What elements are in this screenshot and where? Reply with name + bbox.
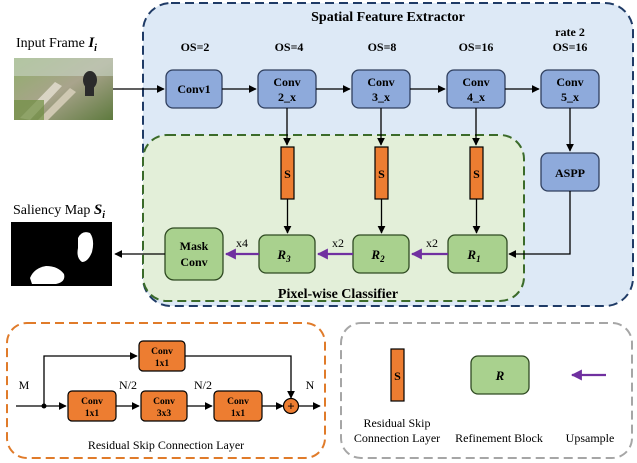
residual-top-conv: Conv 1x1 [138,340,186,372]
s-block-2: S [374,146,389,200]
residual-half-label-b: N/2 [194,378,212,392]
svg-text:Conv: Conv [367,75,394,89]
residual-conv-1: Conv 1x1 [67,390,117,422]
residual-caption: Residual Skip Connection Layer [88,438,244,452]
conv4x-block: Conv 4_x [446,69,506,109]
conv3x-block: Conv 3_x [351,69,411,109]
residual-top-to-sum [185,355,295,399]
residual-output-label: N [306,378,315,392]
svg-text:Conv: Conv [462,75,489,89]
conv1-block: Conv1 [165,69,223,109]
svg-text:4_x: 4_x [467,90,485,104]
svg-text:5_x: 5_x [561,90,579,104]
svg-text:ASPP: ASPP [555,166,585,180]
r2-block: R2 [352,234,410,274]
s-block-1: S [280,146,295,200]
pixel-classifier-title: Pixel-wise Classifier [278,287,398,302]
aspp-block: ASPP [540,152,600,192]
residual-conv-2: Conv 3x3 [140,390,188,422]
input-frame-label: Input Frame Ii [16,35,97,54]
os-label-3: OS=8 [368,40,397,54]
svg-text:R2: R2 [370,247,385,264]
svg-text:3x3: 3x3 [157,409,172,419]
svg-text:1x1: 1x1 [85,409,100,419]
legend-upsample-label: Upsample [566,431,615,445]
legend-residual-label-2: Connection Layer [354,431,440,445]
svg-text:Conv: Conv [151,347,173,357]
svg-text:S: S [378,167,385,181]
os-label-1: OS=2 [181,40,210,54]
upsample-label-x4: x4 [236,236,248,250]
residual-conv-3: Conv 1x1 [213,390,263,422]
svg-text:Mask: Mask [180,239,209,253]
svg-text:Conv: Conv [180,255,207,269]
rate-label: rate 2 [555,25,585,39]
svg-text:2_x: 2_x [278,90,296,104]
svg-text:Conv: Conv [153,397,175,407]
svg-text:Conv1: Conv1 [177,82,210,96]
residual-input-label: M [19,378,30,392]
upsample-label-x2-b: x2 [426,236,438,250]
pixel-classifier-panel [142,134,525,302]
os-label-2: OS=4 [275,40,304,54]
upsample-label-x2-a: x2 [332,236,344,250]
svg-text:+: + [287,399,294,414]
svg-text:Conv: Conv [273,75,300,89]
legend-residual-label-1: Residual Skip [363,416,430,430]
input-frame-image [14,58,113,120]
svg-text:S: S [473,167,480,181]
svg-text:1x1: 1x1 [231,409,246,419]
svg-text:S: S [284,167,291,181]
svg-text:Conv: Conv [227,397,249,407]
s-block-3: S [469,146,484,200]
r3-block: R3 [258,234,316,274]
svg-text:R3: R3 [276,247,291,264]
svg-text:Conv: Conv [556,75,583,89]
legend-s-block: S [390,348,405,402]
svg-text:1x1: 1x1 [155,359,170,369]
r1-block: R1 [447,234,508,274]
legend-refinement-label: Refinement Block [455,431,543,445]
mask-conv-block: Mask Conv [164,227,224,281]
arrow-aspp-r1 [508,191,571,258]
svg-text:3_x: 3_x [372,90,390,104]
legend-r-block: R [470,355,530,395]
saliency-map-image [11,222,112,286]
spatial-extractor-title: Spatial Feature Extractor [311,10,465,25]
residual-sum-node: + [282,397,300,415]
svg-text:S: S [394,369,401,383]
residual-half-label-a: N/2 [119,378,137,392]
svg-text:Conv: Conv [81,397,103,407]
svg-text:R1: R1 [466,247,480,264]
residual-skip-line [43,352,138,406]
os-label-4: OS=16 [459,40,494,54]
os-label-5: OS=16 [553,40,588,54]
saliency-map-label: Saliency Map Si [13,202,105,221]
conv5x-block: Conv 5_x [540,69,600,109]
svg-text:R: R [495,368,505,383]
conv2x-block: Conv 2_x [257,69,317,109]
